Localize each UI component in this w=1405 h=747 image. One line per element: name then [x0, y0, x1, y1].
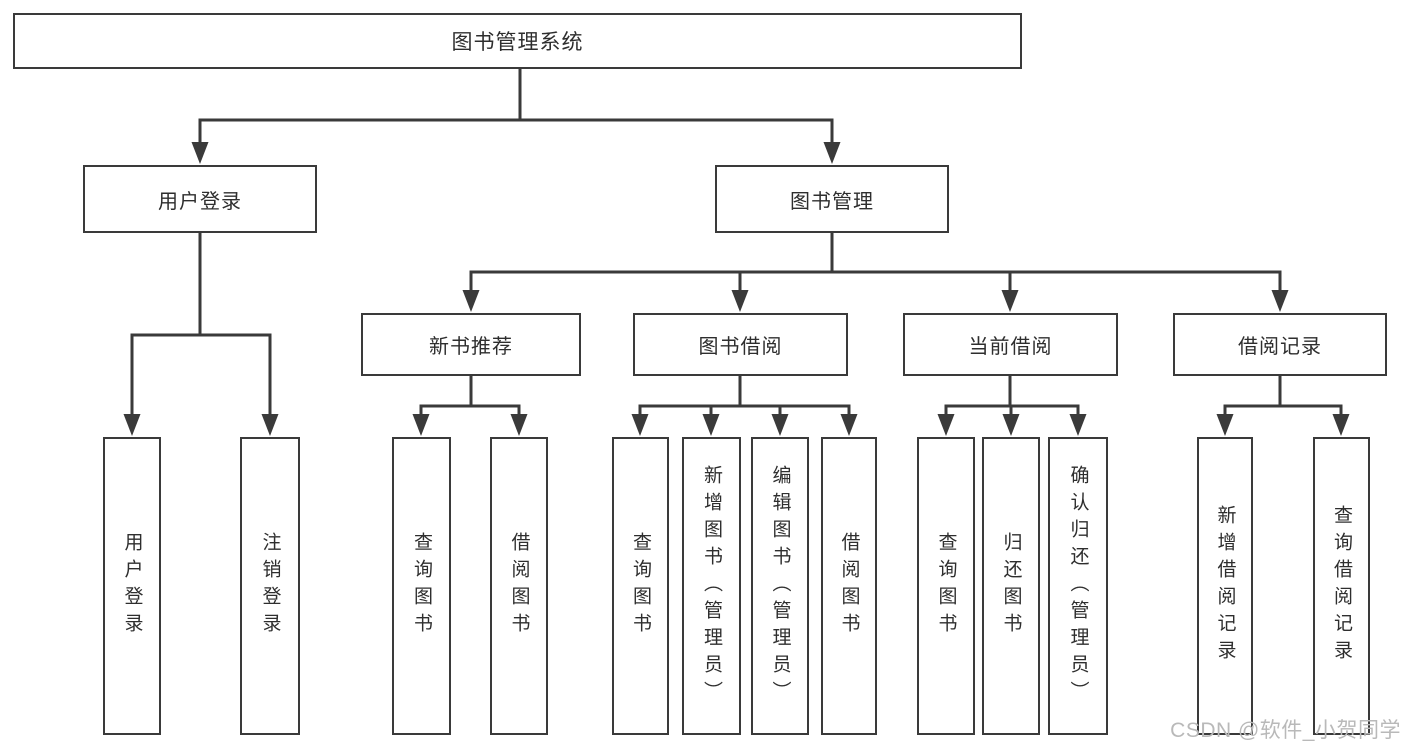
leaf-logout: 注销登录: [240, 437, 300, 735]
node-new-book-recommend: 新书推荐: [361, 313, 581, 376]
leaf-recommend-borrow-books-label: 借阅图书: [508, 532, 530, 640]
leaf-recommend-query-books-label: 查询图书: [411, 532, 432, 640]
node-user-login: 用户登录: [83, 165, 317, 233]
leaf-user-login: 用户登录: [103, 437, 161, 735]
leaf-recommend-query-books: 查询图书: [392, 437, 451, 735]
leaf-query-borrow-record: 查询借阅记录: [1313, 437, 1370, 735]
leaf-query-borrow-record-label: 查询借阅记录: [1331, 505, 1352, 667]
leaf-add-borrow-record: 新增借阅记录: [1197, 437, 1253, 735]
node-current-borrow-label: 当前借阅: [968, 336, 1053, 358]
node-book-borrow-label: 图书借阅: [698, 336, 783, 358]
arrowheads: [123, 142, 1350, 436]
node-book-management: 图书管理: [715, 165, 949, 233]
leaf-borrow-query-books-label: 查询图书: [630, 532, 651, 640]
leaf-borrow-books-label: 借阅图书: [838, 532, 860, 640]
node-book-management-label: 图书管理: [790, 190, 874, 213]
leaf-current-query-books: 查询图书: [917, 437, 975, 735]
leaf-return-books-label: 归还图书: [1000, 532, 1022, 640]
node-user-login-label: 用户登录: [158, 190, 242, 213]
leaf-return-books: 归还图书: [982, 437, 1040, 735]
leaf-recommend-borrow-books: 借阅图书: [490, 437, 548, 735]
node-new-book-recommend-label: 新书推荐: [429, 336, 513, 358]
node-book-borrow: 图书借阅: [633, 313, 848, 376]
node-borrow-records-label: 借阅记录: [1238, 336, 1322, 358]
node-root-label: 图书管理系统: [451, 31, 584, 54]
leaf-add-books-admin-label: 新增图书（管理员）: [701, 464, 722, 708]
leaf-edit-books-admin-label: 编辑图书（管理员）: [769, 464, 791, 708]
leaf-confirm-return-admin-label: 确认归还（管理员）: [1067, 464, 1089, 708]
leaf-add-borrow-record-label: 新增借阅记录: [1214, 505, 1236, 667]
leaf-logout-label: 注销登录: [259, 532, 281, 640]
node-current-borrow: 当前借阅: [903, 313, 1118, 376]
connector-paths: [130, 68, 1343, 414]
leaf-current-query-books-label: 查询图书: [935, 532, 957, 640]
leaf-user-login-label: 用户登录: [121, 532, 143, 640]
node-root: 图书管理系统: [13, 13, 1022, 69]
node-borrow-records: 借阅记录: [1173, 313, 1387, 376]
leaf-borrow-query-books: 查询图书: [612, 437, 669, 735]
leaf-edit-books-admin: 编辑图书（管理员）: [751, 437, 809, 735]
leaf-confirm-return-admin: 确认归还（管理员）: [1048, 437, 1108, 735]
leaf-borrow-books: 借阅图书: [821, 437, 877, 735]
csdn-watermark: CSDN @软件_小贺同学: [1170, 719, 1401, 742]
leaf-add-books-admin: 新增图书（管理员）: [682, 437, 741, 735]
